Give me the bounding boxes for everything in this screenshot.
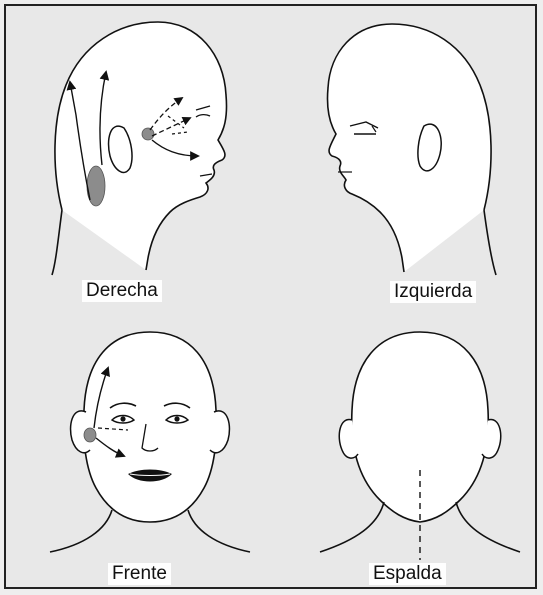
head-left-view (327, 24, 496, 275)
trigger-point-front (84, 428, 96, 442)
label-left-view: Izquierda (390, 281, 476, 303)
head-front-view (50, 332, 250, 552)
head-right-view (52, 22, 227, 275)
label-right-view: Derecha (82, 280, 162, 302)
label-back-view: Espalda (369, 563, 446, 585)
head-back-view (320, 332, 520, 560)
label-front-view: Frente (108, 563, 171, 585)
trigger-point-temple (142, 128, 154, 140)
